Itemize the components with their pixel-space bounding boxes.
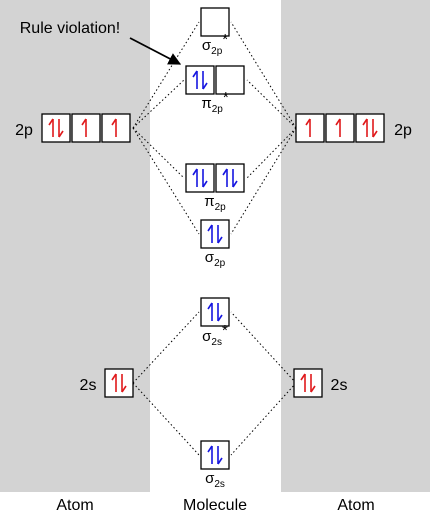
line-left2p-sigma2pstar bbox=[132, 21, 200, 129]
electron-up-arrow bbox=[207, 224, 213, 243]
electron-up-arrow bbox=[335, 118, 341, 137]
electron-up-arrow bbox=[48, 118, 54, 137]
sigma-2p-star-label: σ2p* bbox=[202, 31, 228, 57]
right-2s-label: 2s bbox=[331, 377, 348, 394]
line-right2p-pi2pstar bbox=[246, 79, 297, 129]
right-atom-column-label: Atom bbox=[337, 497, 374, 512]
electron-down-arrow bbox=[217, 225, 223, 244]
orbital-box bbox=[200, 440, 230, 470]
electron-down-arrow bbox=[372, 119, 378, 138]
electron-down-arrow bbox=[202, 71, 208, 90]
orbital-box bbox=[200, 7, 230, 37]
pi-2p-label: π2p bbox=[204, 193, 226, 213]
orbital-box bbox=[185, 65, 215, 95]
orbital-box bbox=[41, 113, 71, 143]
line-right2s-sigma2s bbox=[230, 382, 297, 456]
orbital-box bbox=[101, 113, 131, 143]
electron-down-arrow bbox=[58, 119, 64, 138]
electron-down-arrow bbox=[202, 169, 208, 188]
rule-violation-annotation: Rule violation! bbox=[20, 20, 121, 37]
left-2p-orbitals bbox=[41, 113, 131, 143]
pi-2p-star-orbitals bbox=[185, 65, 245, 95]
orbital-box bbox=[185, 163, 215, 193]
pi-2p-star-label: π2p* bbox=[201, 89, 228, 115]
electron-down-arrow bbox=[217, 303, 223, 322]
electron-up-arrow bbox=[362, 118, 368, 137]
electron-down-arrow bbox=[217, 446, 223, 465]
electron-down-arrow bbox=[232, 169, 238, 188]
electron-up-arrow bbox=[111, 118, 117, 137]
left-atom-panel bbox=[0, 0, 150, 492]
electron-up-arrow bbox=[300, 373, 306, 392]
left-2s-label: 2s bbox=[80, 377, 97, 394]
orbital-box bbox=[215, 65, 245, 95]
correlation-lines bbox=[132, 21, 297, 456]
orbital-box bbox=[325, 113, 355, 143]
orbital-box bbox=[215, 163, 245, 193]
line-right2p-sigma2pstar bbox=[230, 21, 297, 129]
sigma-2s-star-orbital bbox=[200, 297, 230, 327]
left-atom-column-label: Atom bbox=[56, 497, 93, 512]
electron-up-arrow bbox=[207, 445, 213, 464]
line-right2p-sigma2p bbox=[230, 127, 297, 235]
electron-down-arrow bbox=[121, 374, 127, 393]
line-right2s-sigma2sstar bbox=[230, 311, 297, 384]
electron-up-arrow bbox=[192, 70, 198, 89]
orbital-box bbox=[355, 113, 385, 143]
orbital-box bbox=[293, 368, 323, 398]
electron-up-arrow bbox=[111, 373, 117, 392]
line-left2s-sigma2sstar bbox=[132, 311, 200, 384]
sigma-2s-star-label: σ2s* bbox=[202, 322, 228, 348]
orbital-box bbox=[295, 113, 325, 143]
right-2s-orbital bbox=[293, 368, 323, 398]
sigma-2p-orbital bbox=[200, 219, 230, 249]
pi-2p-orbitals bbox=[185, 163, 245, 193]
orbital-box bbox=[200, 297, 230, 327]
electron-up-arrow bbox=[222, 168, 228, 187]
electron-down-arrow bbox=[310, 374, 316, 393]
electron-up-arrow bbox=[192, 168, 198, 187]
electron-up-arrow bbox=[305, 118, 311, 137]
molecule-column-label: Molecule bbox=[183, 497, 247, 512]
orbital-box bbox=[104, 368, 134, 398]
orbital-box bbox=[200, 219, 230, 249]
left-2s-orbital bbox=[104, 368, 134, 398]
electron-up-arrow bbox=[207, 302, 213, 321]
sigma-2s-label: σ2s bbox=[205, 470, 225, 490]
sigma-2s-orbital bbox=[200, 440, 230, 470]
right-2p-orbitals bbox=[295, 113, 385, 143]
orbital-box bbox=[71, 113, 101, 143]
electron-up-arrow bbox=[81, 118, 87, 137]
sigma-2p-label: σ2p bbox=[205, 249, 226, 269]
left-2p-label: 2p bbox=[15, 122, 33, 139]
line-left2p-sigma2p bbox=[132, 127, 200, 235]
right-2p-label: 2p bbox=[394, 122, 412, 139]
right-atom-panel bbox=[281, 0, 430, 492]
sigma-2p-star-orbital bbox=[200, 7, 230, 37]
annotation-arrow bbox=[129, 37, 182, 65]
line-left2s-sigma2s bbox=[132, 382, 200, 456]
